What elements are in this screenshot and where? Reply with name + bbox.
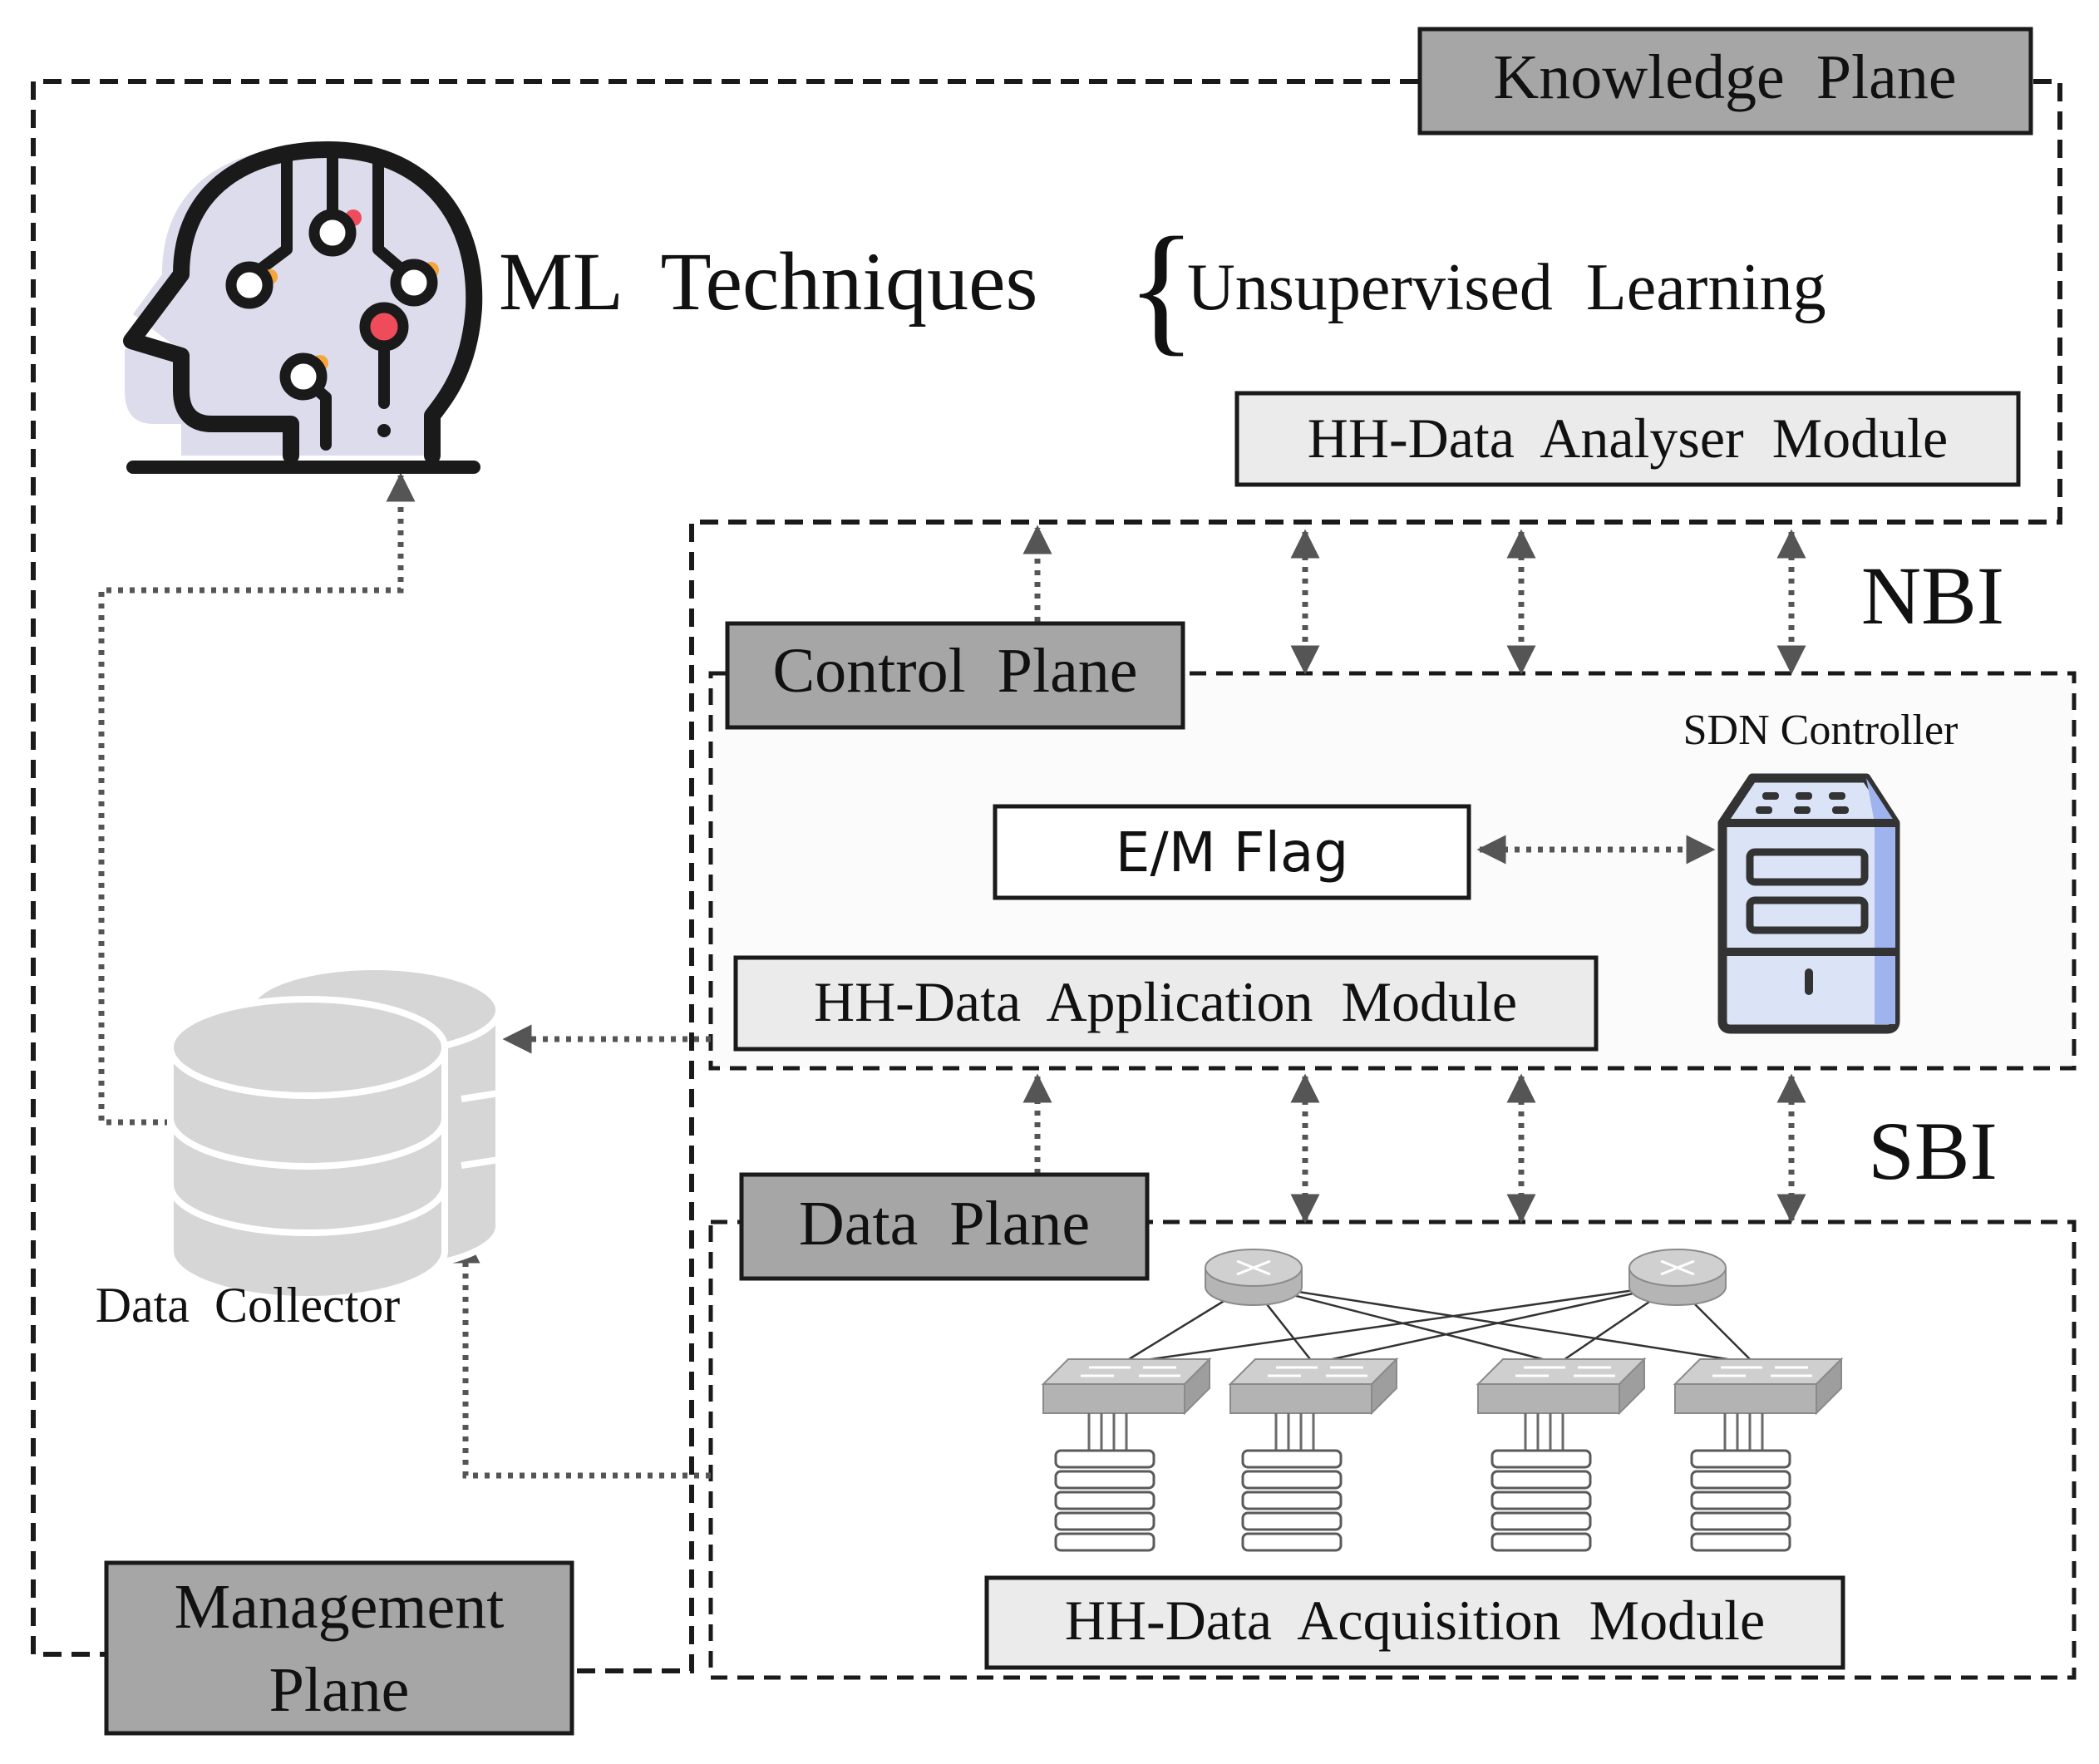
- switch-icon: [1228, 1357, 1399, 1416]
- nbi-label: NBI: [1861, 549, 2004, 642]
- server-rack-icon: [1690, 1413, 1791, 1552]
- sdn-controller-label: SDN Controller: [1683, 707, 1959, 754]
- data-collector-label: Data Collector: [96, 1278, 401, 1333]
- server-icon: [1717, 773, 1900, 1034]
- data-plane-label: Data Plane: [799, 1189, 1090, 1259]
- management-plane-label-line1: Management: [175, 1572, 505, 1642]
- acquisition-module-label: HH-Data Acquisition Module: [1065, 1589, 1765, 1652]
- acquisition-module-box: [984, 1575, 1845, 1670]
- data-plane-box: [739, 1172, 1150, 1281]
- ai-head-icon: [123, 141, 483, 474]
- em-flag-box: [993, 804, 1471, 900]
- control-plane-box: [725, 621, 1185, 730]
- router-icon: [1628, 1249, 1727, 1306]
- data-plane-outline: [708, 1220, 2077, 1680]
- curly-brace: {: [1126, 207, 1196, 368]
- server-rack-icon: [1054, 1413, 1155, 1552]
- server-rack-icon: [1241, 1413, 1343, 1552]
- application-module-label: HH-Data Application Module: [814, 970, 1517, 1033]
- application-module-box: [733, 955, 1599, 1052]
- knowledge-plane-box: [1417, 27, 2033, 136]
- switch-icon: [1476, 1357, 1647, 1416]
- control-plane-label: Control Plane: [772, 636, 1137, 706]
- analyser-module-label: HH-Data Analyser Module: [1308, 407, 1948, 470]
- sbi-label: SBI: [1868, 1105, 1998, 1197]
- network-topology: [1041, 1249, 1844, 1552]
- unsupervised-learning-label: Unsupervised Learning: [1187, 251, 1826, 324]
- analyser-module-box: [1234, 391, 2021, 487]
- management-plane-box: [104, 1560, 574, 1736]
- management-plane-label-line2: Plane: [269, 1655, 410, 1725]
- em-flag-label: E/M Flag: [1116, 820, 1349, 884]
- switch-icon: [1041, 1357, 1212, 1416]
- server-rack-icon: [1490, 1413, 1592, 1552]
- router-icon: [1205, 1249, 1303, 1306]
- switch-icon: [1673, 1357, 1844, 1416]
- ml-techniques-label: ML Techniques: [499, 235, 1037, 328]
- knowledge-plane-label: Knowledge Plane: [1493, 42, 1956, 112]
- data-to-collector-arrow: [451, 1234, 711, 1479]
- database-icon: [167, 963, 502, 1303]
- knowledge-plane-outline: [31, 79, 2062, 1673]
- interface-arrows: [98, 472, 1806, 1479]
